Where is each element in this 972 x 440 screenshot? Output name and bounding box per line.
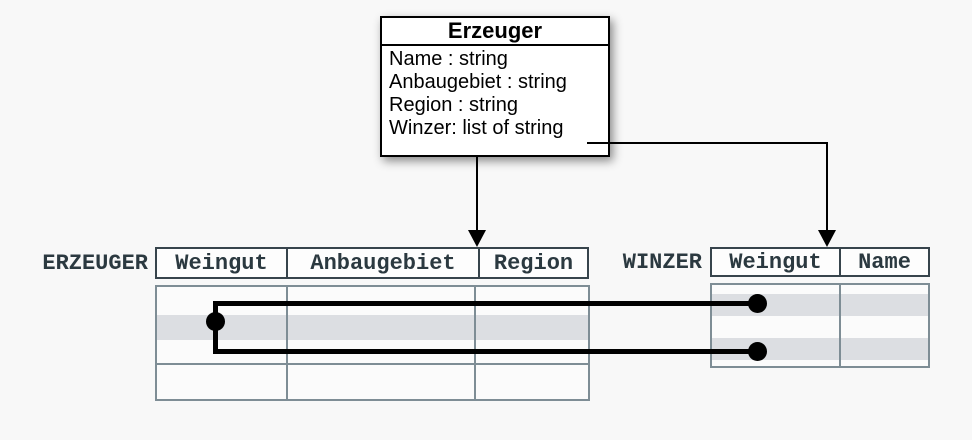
arrow-down-icon <box>818 230 836 247</box>
class-attribute-name: Name : string <box>389 48 508 70</box>
erzeuger-header-region: Region <box>493 250 574 276</box>
class-attribute-list: Name : string Anbaugebiet : string Regio… <box>382 46 608 140</box>
winzer-table-label: WINZER <box>622 249 702 275</box>
uml-class-box: Erzeuger Name : string Anbaugebiet : str… <box>380 16 610 157</box>
erzeuger-table-header: Weingut Anbaugebiet Region <box>155 247 589 279</box>
winzer-column-divider <box>839 285 841 366</box>
connector-top-line <box>213 301 760 306</box>
erzeuger-highlighted-row <box>157 315 588 340</box>
connector-dot-winzer-row-1 <box>748 294 767 313</box>
arrow-down-icon <box>468 230 486 247</box>
arrow-winzer-horizontal-line <box>587 142 828 144</box>
arrow-class-to-erzeuger-line <box>476 157 478 231</box>
class-attribute-region: Region : string <box>389 94 518 116</box>
connector-bottom-line <box>213 349 760 354</box>
winzer-table-header: Weingut Name <box>710 247 930 277</box>
winzer-table-body <box>710 283 930 368</box>
arrow-winzer-vertical-line <box>826 142 828 231</box>
connector-dot-winzer-row-2 <box>748 342 767 361</box>
erzeuger-header-weingut: Weingut <box>157 249 288 277</box>
winzer-header-weingut: Weingut <box>712 249 841 275</box>
class-title: Erzeuger <box>382 18 608 46</box>
class-attribute-anbaugebiet: Anbaugebiet : string <box>389 71 567 93</box>
erzeuger-column-divider <box>286 287 288 399</box>
erzeuger-table-label: ERZEUGER <box>42 250 148 276</box>
connector-dot-erzeuger-row <box>206 312 225 331</box>
class-attribute-winzer: Winzer: list of string <box>389 117 564 139</box>
erzeuger-column-divider <box>474 287 476 399</box>
erzeuger-row-divider <box>157 363 588 365</box>
erzeuger-header-anbaugebiet: Anbaugebiet <box>288 249 480 277</box>
winzer-header-name: Name <box>858 249 911 275</box>
